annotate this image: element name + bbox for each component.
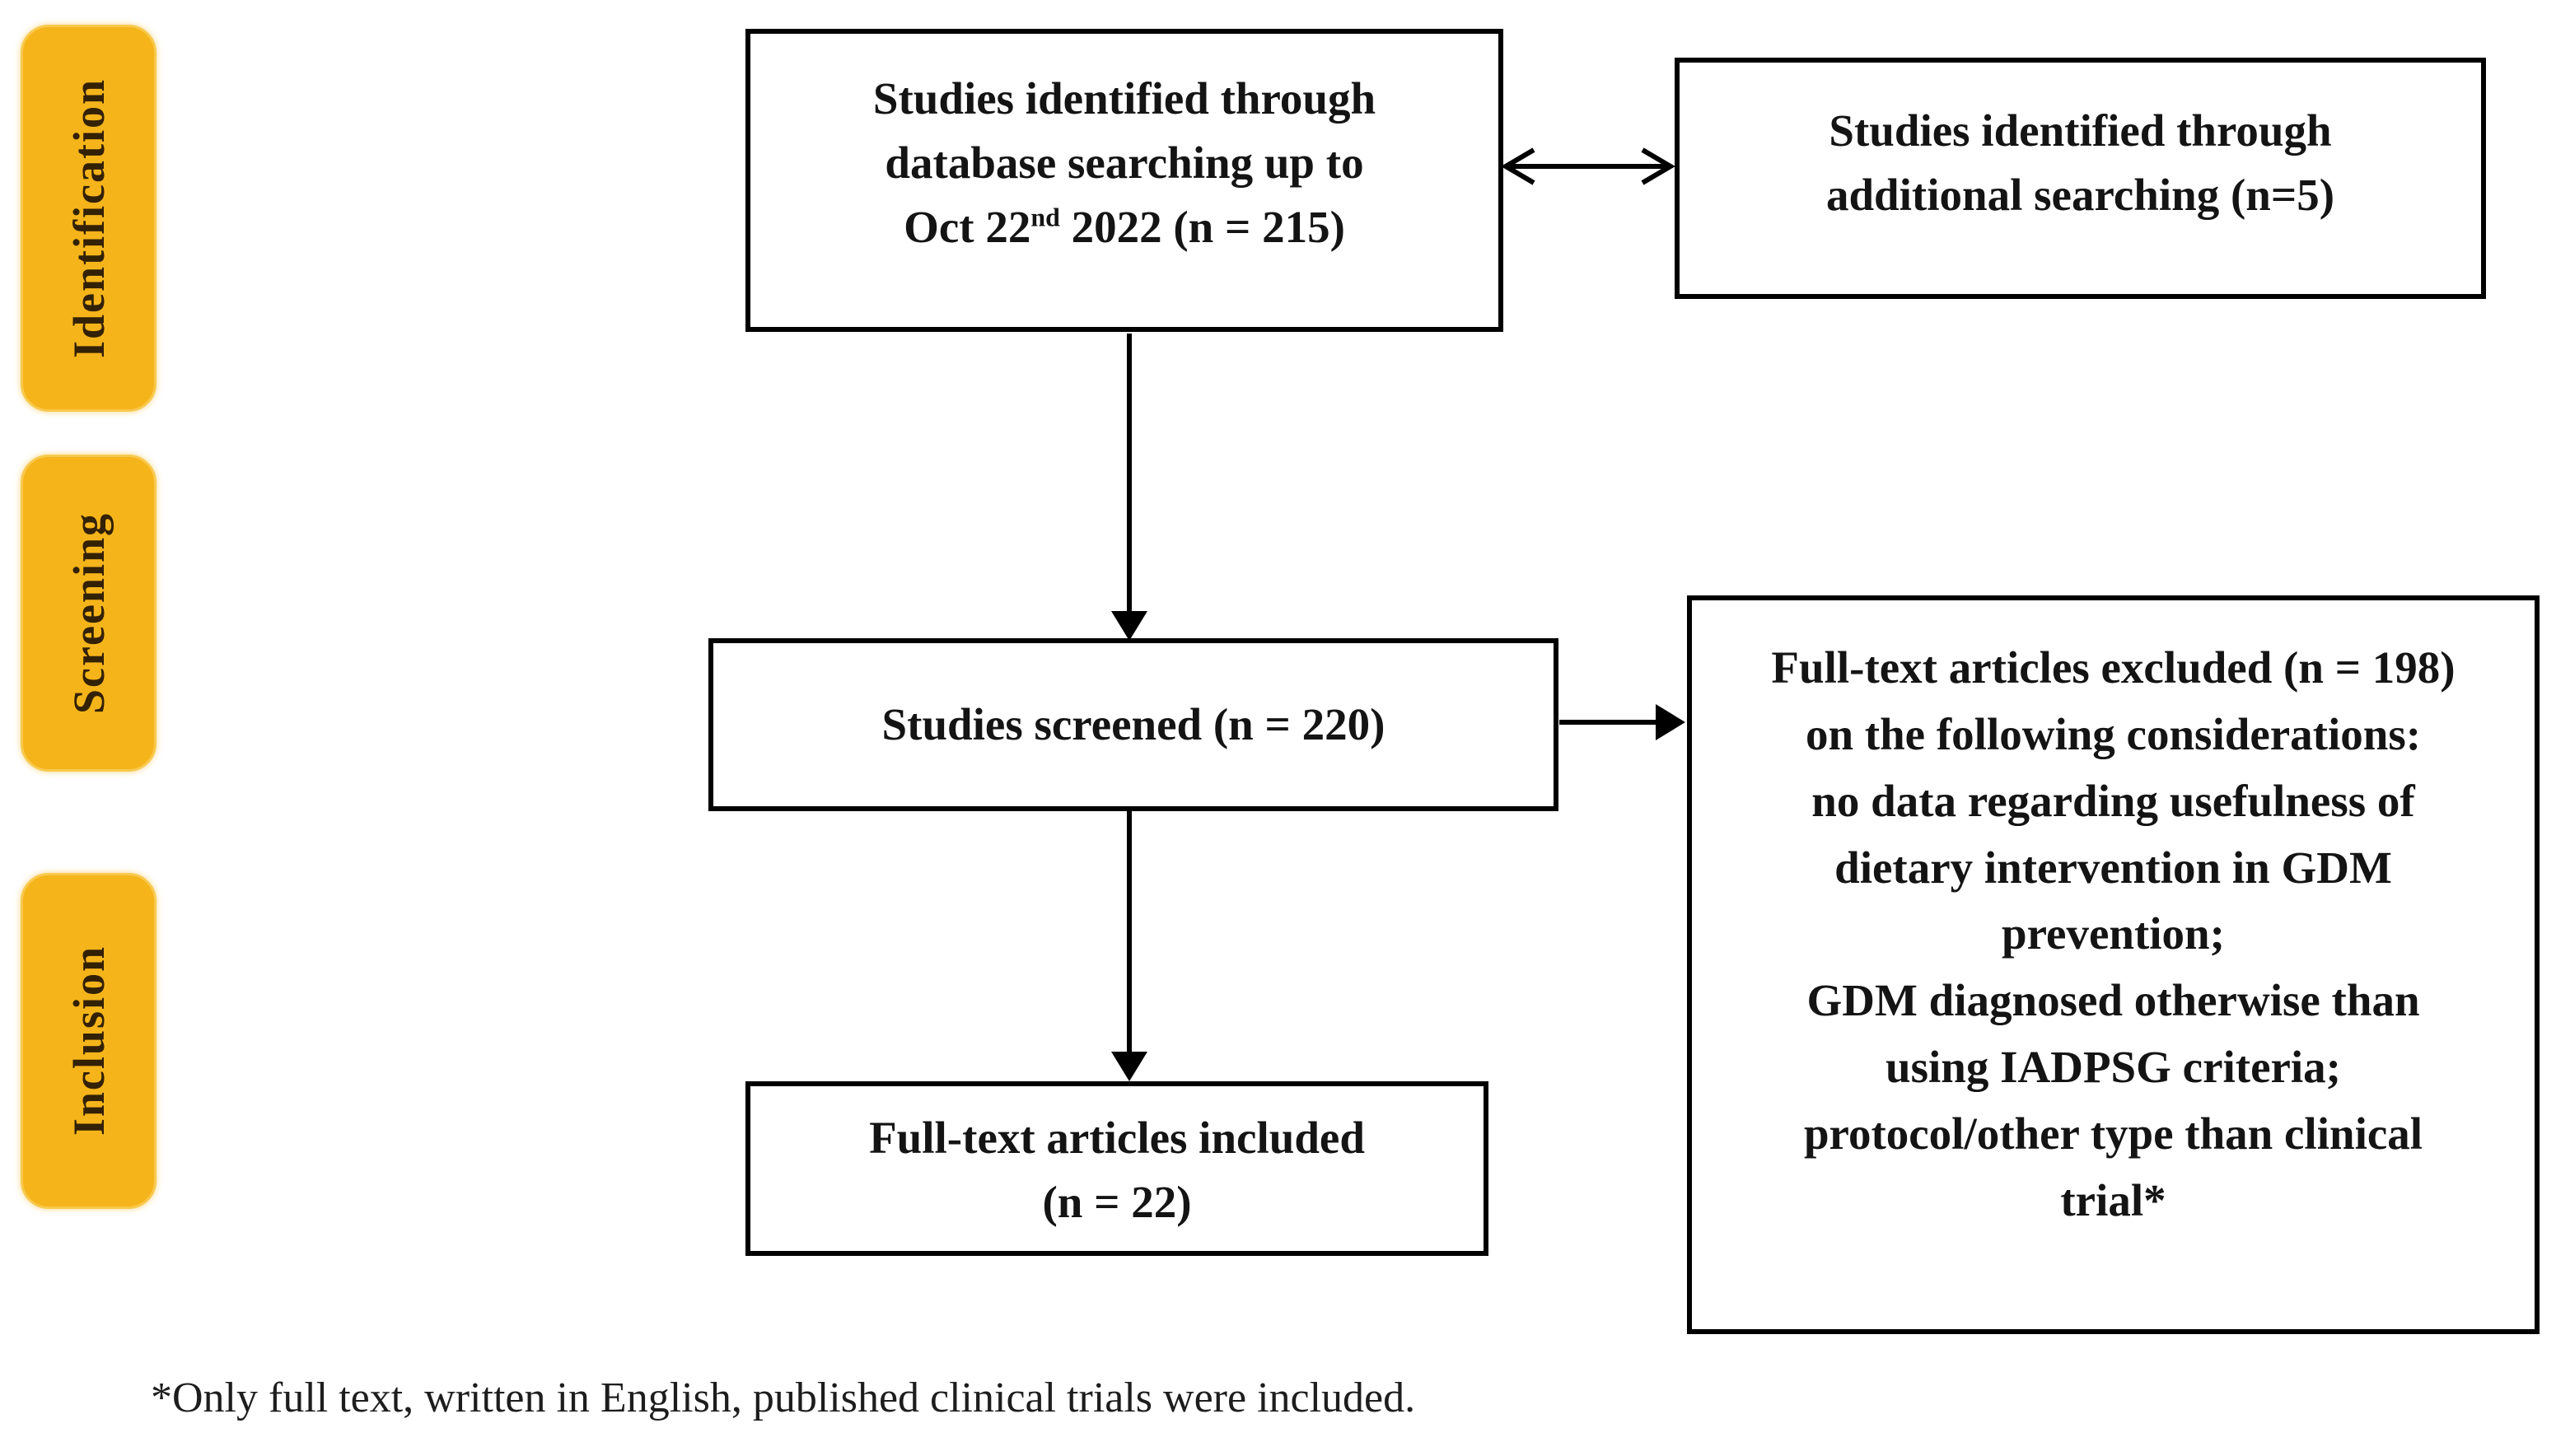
arrow-right-icon (1559, 720, 1659, 725)
arrowhead-down-icon (1111, 611, 1147, 641)
box-fulltext-excluded: Full-text articles excluded (n = 198) on… (1687, 595, 2540, 1334)
arrowhead-right-icon (1656, 704, 1685, 740)
box-database-search-line2: database searching up to (885, 138, 1364, 189)
arrowhead-down-icon (1111, 1052, 1147, 1081)
stage-pill-identification: Identification (21, 25, 157, 412)
excluded-line: protocol/other type than clinical (1803, 1108, 2423, 1159)
excluded-line: no data regarding usefulness of (1811, 775, 2415, 826)
box-additional-search-line1: Studies identified through (1829, 105, 2332, 156)
stage-label-inclusion: Inclusion (63, 945, 114, 1136)
date-prefix: Oct 22 (904, 202, 1031, 253)
excluded-line: trial* (2060, 1174, 2166, 1225)
excluded-line: prevention; (2002, 908, 2225, 959)
date-ordinal-superscript: nd (1030, 203, 1060, 232)
excluded-line: using IADPSG criteria; (1885, 1042, 2341, 1093)
excluded-line: Full-text articles excluded (n = 198) (1771, 642, 2456, 693)
stage-label-screening: Screening (63, 512, 114, 714)
date-suffix-count: 2022 (n = 215) (1059, 202, 1345, 253)
stage-pill-inclusion: Inclusion (21, 873, 157, 1209)
arrow-down-icon (1127, 811, 1132, 1052)
double-headed-arrow-icon (1501, 147, 1675, 185)
box-database-search: Studies identified through database sear… (745, 29, 1503, 332)
box-additional-search: Studies identified through additional se… (1675, 58, 2486, 299)
box-studies-screened: Studies screened (n = 220) (708, 638, 1558, 811)
footnote: *Only full text, written in English, pub… (151, 1374, 1416, 1421)
box-fulltext-included-line1: Full-text articles included (869, 1113, 1365, 1163)
excluded-line: on the following considerations: (1805, 708, 2422, 759)
box-database-search-line3: Oct 22nd 2022 (n = 215) (750, 195, 1498, 259)
box-studies-screened-line1: Studies screened (n = 220) (881, 698, 1385, 749)
box-fulltext-included-line2: (n = 22) (1042, 1177, 1192, 1228)
arrow-down-icon (1127, 334, 1132, 618)
box-database-search-line1: Studies identified through (872, 73, 1376, 124)
stage-label-identification: Identification (63, 77, 114, 358)
excluded-line: GDM diagnosed otherwise than (1806, 975, 2420, 1026)
box-fulltext-included: Full-text articles included (n = 22) (745, 1081, 1488, 1256)
stage-pill-screening: Screening (21, 455, 157, 772)
excluded-line: dietary intervention in GDM (1834, 842, 2392, 893)
box-additional-search-line2: additional searching (n=5) (1825, 170, 2335, 221)
